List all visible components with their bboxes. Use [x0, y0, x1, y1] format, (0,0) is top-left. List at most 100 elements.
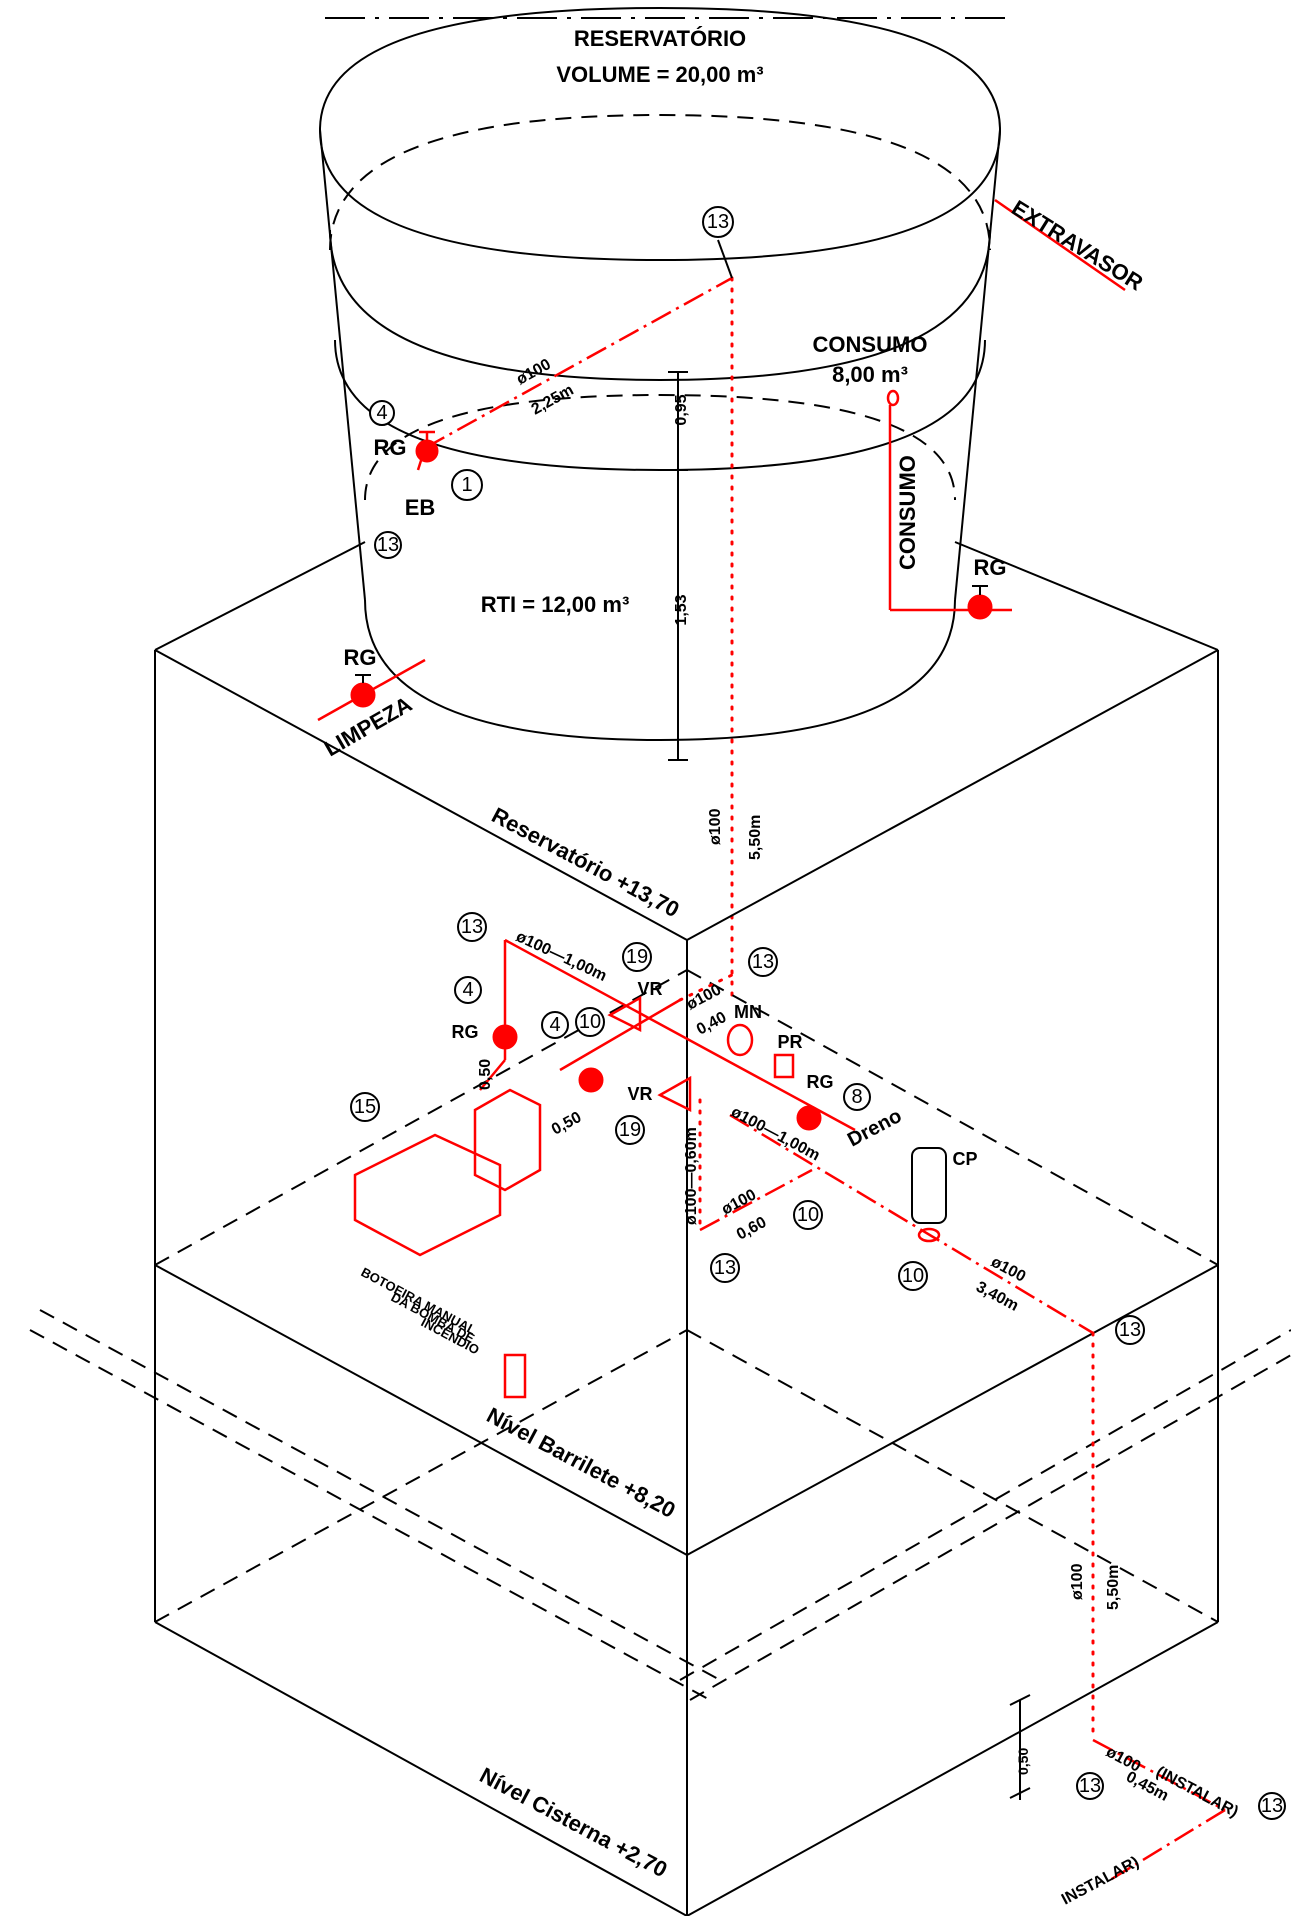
rg-label-b1: RG	[452, 1022, 479, 1042]
pump-body	[473, 1088, 542, 1192]
rg-valve-barrilete-1	[492, 1024, 518, 1050]
consumo-label: CONSUMO	[813, 332, 928, 357]
riser-bot-phi: ø100	[1069, 1563, 1086, 1600]
bottom-instalar: INSTALAR)	[1059, 1854, 1142, 1909]
svg-text:19: 19	[619, 1119, 641, 1141]
barrilete-floor-right	[686, 1264, 1219, 1556]
roof-front-left	[154, 649, 688, 941]
rg-valve-limpeza	[350, 682, 376, 708]
suction-pipe-top	[424, 276, 733, 450]
callout-3: 1	[451, 469, 483, 501]
dim-153: 1,53	[673, 594, 690, 625]
pipe-100-040-phi: ø100	[684, 981, 724, 1013]
botoeira-box	[503, 1353, 527, 1399]
pipe-100-100: ø100—1,00m	[513, 928, 609, 985]
dim-095: 0,95	[673, 394, 690, 425]
cylinder-water-level	[364, 393, 956, 501]
svg-text:4: 4	[376, 402, 387, 424]
break-line-2	[29, 1329, 711, 1701]
header-pipe	[504, 938, 856, 1132]
eb-label: EB	[405, 495, 436, 520]
svg-text:1: 1	[461, 474, 472, 496]
barrilete-piping	[479, 938, 1226, 1882]
pipe-100-340-phi: ø100	[988, 1254, 1028, 1286]
pr-label: PR	[777, 1032, 802, 1052]
cp-line	[729, 1113, 1094, 1335]
riser-top-phi: ø100	[707, 808, 724, 845]
rg-valve-dreno	[796, 1105, 822, 1131]
reservoir-volume: VOLUME = 20,00 m³	[556, 62, 763, 87]
callout-15: 13	[710, 1253, 740, 1283]
cylinder-ring	[329, 229, 991, 382]
dim-050-v: 0,50	[477, 1059, 494, 1090]
svg-text:13: 13	[461, 916, 483, 938]
pump-motor	[353, 1133, 502, 1257]
callouts: 13 4 1 13 13 19 13 4 4 10 8 19 15 10 13 …	[350, 206, 1286, 1820]
pipe-phi100-top: ø100	[514, 356, 554, 389]
riser-bot-len: 5,50m	[1105, 1565, 1122, 1610]
cylinder-top-inner	[329, 113, 991, 251]
svg-text:13: 13	[752, 951, 774, 973]
svg-text:13: 13	[714, 1257, 736, 1279]
svg-text:10: 10	[579, 1011, 601, 1033]
svg-text:4: 4	[549, 1014, 560, 1036]
svg-text:4: 4	[462, 979, 473, 1001]
svg-text:15: 15	[354, 1096, 376, 1118]
pipe-100-340-len: 3,40m	[973, 1279, 1021, 1315]
callout-6: 19	[622, 942, 652, 972]
rg-label-tank: RG	[374, 435, 407, 460]
consumo-inlet	[886, 389, 900, 407]
roof-front-right	[686, 649, 1219, 941]
consumo-vertical-label: CONSUMO	[895, 455, 920, 570]
callout-17: 13	[1115, 1315, 1145, 1345]
vr-valve-1	[607, 995, 642, 1033]
cisterna-right	[686, 1621, 1219, 1916]
rg-label-b2: RG	[807, 1072, 834, 1092]
rg-label-consumo: RG	[974, 555, 1007, 580]
vr-valve-2	[657, 1075, 692, 1113]
svg-text:13: 13	[377, 534, 399, 556]
pipe-100-060-len: 0,60	[734, 1214, 770, 1244]
level-barrilete: Nível Barrilete +8,20	[483, 1402, 680, 1523]
callout-11: 8	[843, 1083, 871, 1111]
vr-label-1: VR	[637, 979, 662, 999]
cylinder-bottom	[364, 599, 956, 742]
botoeira	[503, 1353, 527, 1399]
svg-text:13: 13	[1079, 1775, 1101, 1797]
svg-text:19: 19	[626, 946, 648, 968]
pr-switch	[773, 1053, 795, 1079]
callout-4: 13	[374, 531, 402, 559]
tank-valves	[350, 430, 993, 708]
rti-label: RTI = 12,00 m³	[481, 592, 630, 617]
tank-piping	[317, 198, 1126, 1002]
callout-18: 13	[1076, 1772, 1104, 1800]
callout-9: 4	[541, 1011, 569, 1039]
pipe-100-040-len: 0,40	[694, 1009, 730, 1039]
rg-label-limpeza: RG	[344, 645, 377, 670]
callout-5: 13	[457, 912, 487, 942]
cp-vessel	[911, 1147, 947, 1243]
cylinder-right-wall	[954, 129, 1001, 601]
callout-13: 15	[350, 1092, 380, 1122]
callout-7: 13	[748, 947, 778, 977]
barrilete-valves	[492, 995, 822, 1131]
extravasor-label: EXTRAVASOR	[1007, 195, 1147, 296]
svg-text:13: 13	[1119, 1319, 1141, 1341]
svg-text:8: 8	[851, 1086, 862, 1108]
callout-16: 10	[898, 1261, 928, 1291]
reservoir-title: RESERVATÓRIO	[574, 26, 746, 51]
building-box	[29, 541, 1291, 1916]
branch-pipe	[559, 998, 681, 1072]
dreno-label: Dreno	[844, 1105, 905, 1152]
rg-valve-tank	[415, 439, 439, 463]
mn-gauge	[726, 1023, 754, 1057]
callout-19: 13	[1258, 1792, 1286, 1820]
callout-10: 10	[575, 1007, 605, 1037]
callout-12: 19	[615, 1115, 645, 1145]
riser-top-len: 5,50m	[747, 815, 764, 860]
fire-pump	[353, 1088, 542, 1257]
dim-050-lower: 0,50	[1015, 1748, 1031, 1775]
pipe-instalar-bottom	[1109, 1808, 1226, 1882]
svg-text:10: 10	[797, 1204, 819, 1226]
pipe-100-060-phi: ø100	[719, 1186, 759, 1218]
